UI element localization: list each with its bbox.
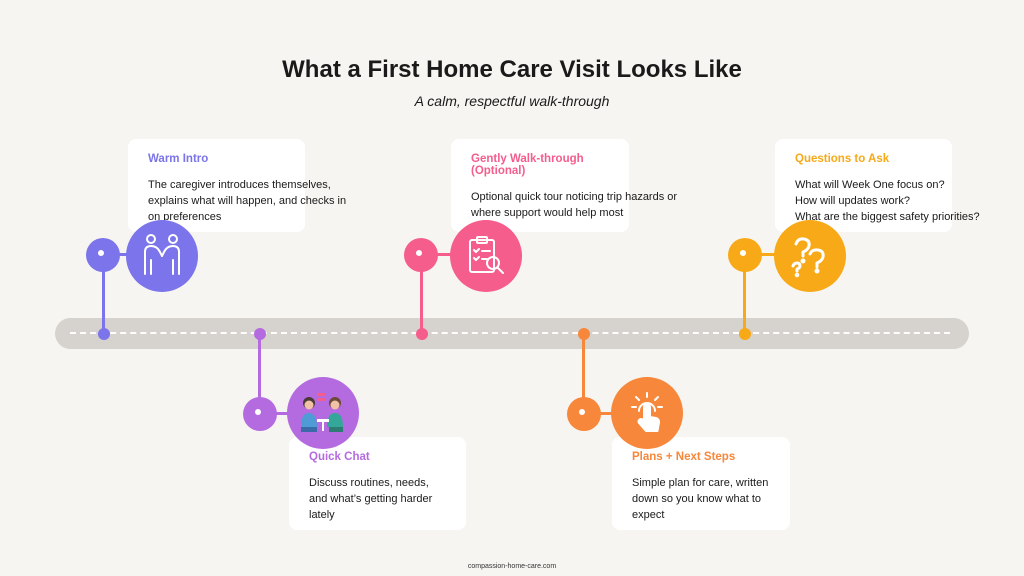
step-connector — [759, 253, 775, 256]
timeline-dashed-line — [70, 332, 950, 334]
step-marker — [86, 238, 120, 272]
step-card-plans-next-steps: Plans + Next Steps Simple plan for care,… — [612, 437, 790, 530]
step-stem — [102, 254, 105, 334]
step-marker — [243, 397, 277, 431]
page-subtitle: A calm, respectful walk-through — [414, 93, 610, 109]
two-people-chatting-icon — [287, 377, 359, 449]
page-title: What a First Home Care Visit Looks Like — [282, 56, 742, 83]
step-card-quick-chat: Quick Chat Discuss routines, needs, and … — [289, 437, 466, 530]
timeline-dot — [739, 328, 751, 340]
step-stem — [743, 254, 746, 334]
step-stem — [420, 254, 423, 334]
question-marks-icon — [774, 220, 846, 292]
step-stem — [258, 334, 261, 414]
step-description: Optional quick tour noticing trip hazard… — [471, 191, 678, 219]
step-stem — [582, 334, 585, 414]
timeline-dot — [416, 328, 428, 340]
timeline-dot — [98, 328, 110, 340]
step-description: The caregiver introduces themselves, exp… — [148, 179, 347, 223]
checklist-magnifier-icon — [450, 220, 522, 292]
step-marker — [567, 397, 601, 431]
step-title: Warm Intro — [148, 153, 209, 165]
step-marker — [404, 238, 438, 272]
step-connector — [118, 253, 132, 256]
step-title: Gently Walk-through (Optional) — [471, 153, 584, 177]
step-description: Discuss routines, needs, and what’s gett… — [309, 477, 433, 521]
step-description: What will Week One focus on? How will up… — [795, 179, 980, 223]
step-marker — [728, 238, 762, 272]
step-connector — [274, 412, 290, 415]
step-description: Simple plan for care, written down so yo… — [632, 477, 769, 521]
step-connector — [436, 253, 452, 256]
step-connector — [598, 412, 614, 415]
footer-url: compassion-home-care.com — [467, 563, 557, 570]
tap-finger-icon — [611, 377, 683, 449]
step-card-warm-intro: Warm Intro The caregiver introduces them… — [128, 139, 347, 232]
handshake-people-icon — [126, 220, 198, 292]
step-card-walk-through: Gently Walk-through (Optional) Optional … — [451, 139, 678, 232]
step-title: Quick Chat — [309, 451, 370, 463]
step-title: Plans + Next Steps — [632, 451, 736, 463]
step-card-questions-to-ask: Questions to Ask What will Week One focu… — [775, 139, 980, 232]
step-title: Questions to Ask — [795, 153, 890, 165]
